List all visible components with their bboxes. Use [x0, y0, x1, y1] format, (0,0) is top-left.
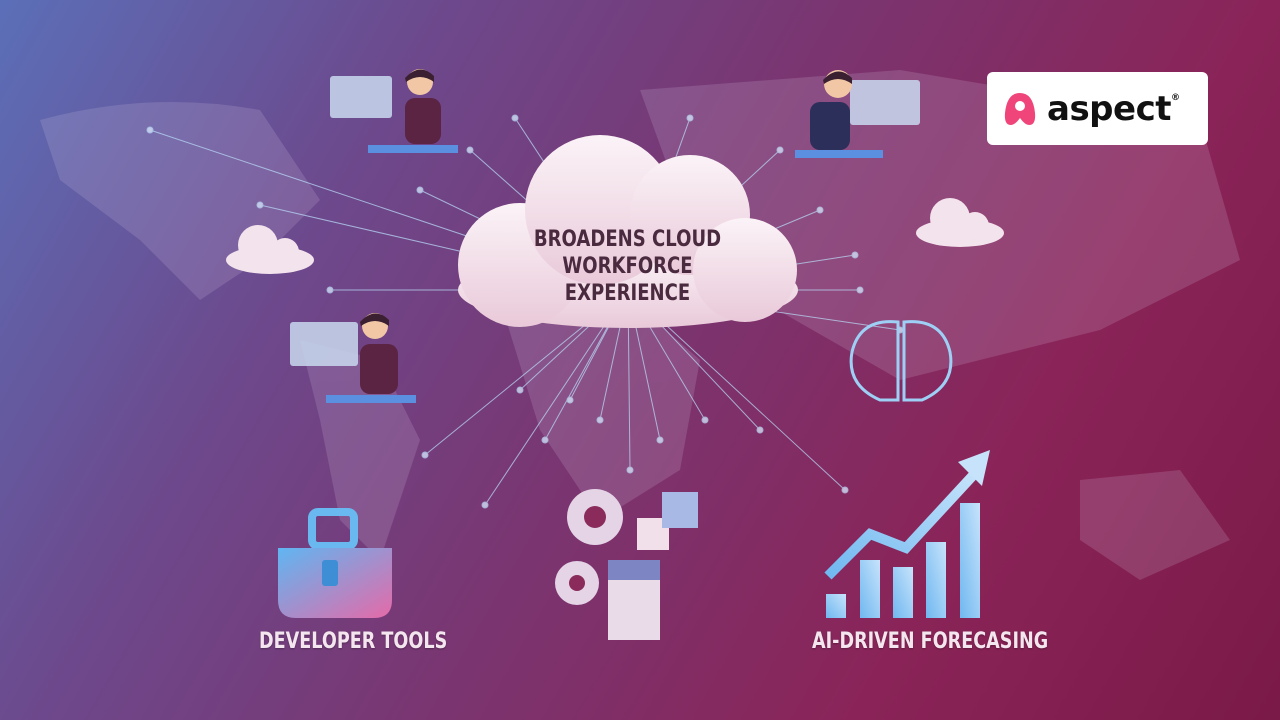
brain-icon — [849, 320, 953, 402]
network-node — [841, 486, 849, 494]
network-node — [256, 201, 264, 209]
cloud-title-line: BROADENS CLOUD — [533, 227, 722, 252]
person-at-screen-mid-left — [290, 313, 416, 403]
cloud-title-line: WORKFORCE — [562, 254, 693, 279]
network-node — [516, 386, 524, 394]
network-node — [416, 186, 424, 194]
small-cloud-right — [916, 198, 1004, 247]
aspect-logo: aspect® — [987, 72, 1208, 145]
trend-arrow-icon — [824, 450, 990, 580]
network-node — [756, 426, 764, 434]
network-node — [541, 436, 549, 444]
aspect-wordmark: aspect® — [1047, 89, 1180, 129]
network-node — [626, 466, 634, 474]
brand-name: aspect — [1047, 88, 1172, 129]
toolbox-icon — [278, 508, 392, 618]
network-node — [851, 251, 859, 259]
cloud-shape — [458, 135, 798, 328]
network-node — [421, 451, 429, 459]
bar-chart-icon — [826, 503, 980, 618]
network-node — [776, 146, 784, 154]
person-at-screen-top-right — [795, 70, 920, 158]
network-node — [856, 286, 864, 294]
small-cloud-left — [226, 225, 314, 274]
cloud-title: BROADENS CLOUD WORKFORCE EXPERIENCE — [523, 226, 732, 307]
registered-mark: ® — [1171, 92, 1180, 103]
network-node — [326, 286, 334, 294]
network-node — [686, 114, 694, 122]
network-node — [596, 416, 604, 424]
network-node — [511, 114, 519, 122]
gears-and-blocks-icon — [555, 489, 698, 640]
person-at-screen-top-left — [330, 69, 458, 153]
network-node — [566, 396, 574, 404]
network-node — [701, 416, 709, 424]
network-node — [481, 501, 489, 509]
developer-tools-label: DEVELOPER TOOLS — [259, 629, 448, 654]
network-node — [466, 146, 474, 154]
network-node — [146, 126, 154, 134]
cloud-title-line: EXPERIENCE — [564, 281, 691, 306]
network-node — [656, 436, 664, 444]
network-node — [816, 206, 824, 214]
ai-forecasting-label: AI-DRIVEN FORECASING — [812, 629, 1049, 654]
aspect-logo-icon — [1004, 92, 1036, 125]
